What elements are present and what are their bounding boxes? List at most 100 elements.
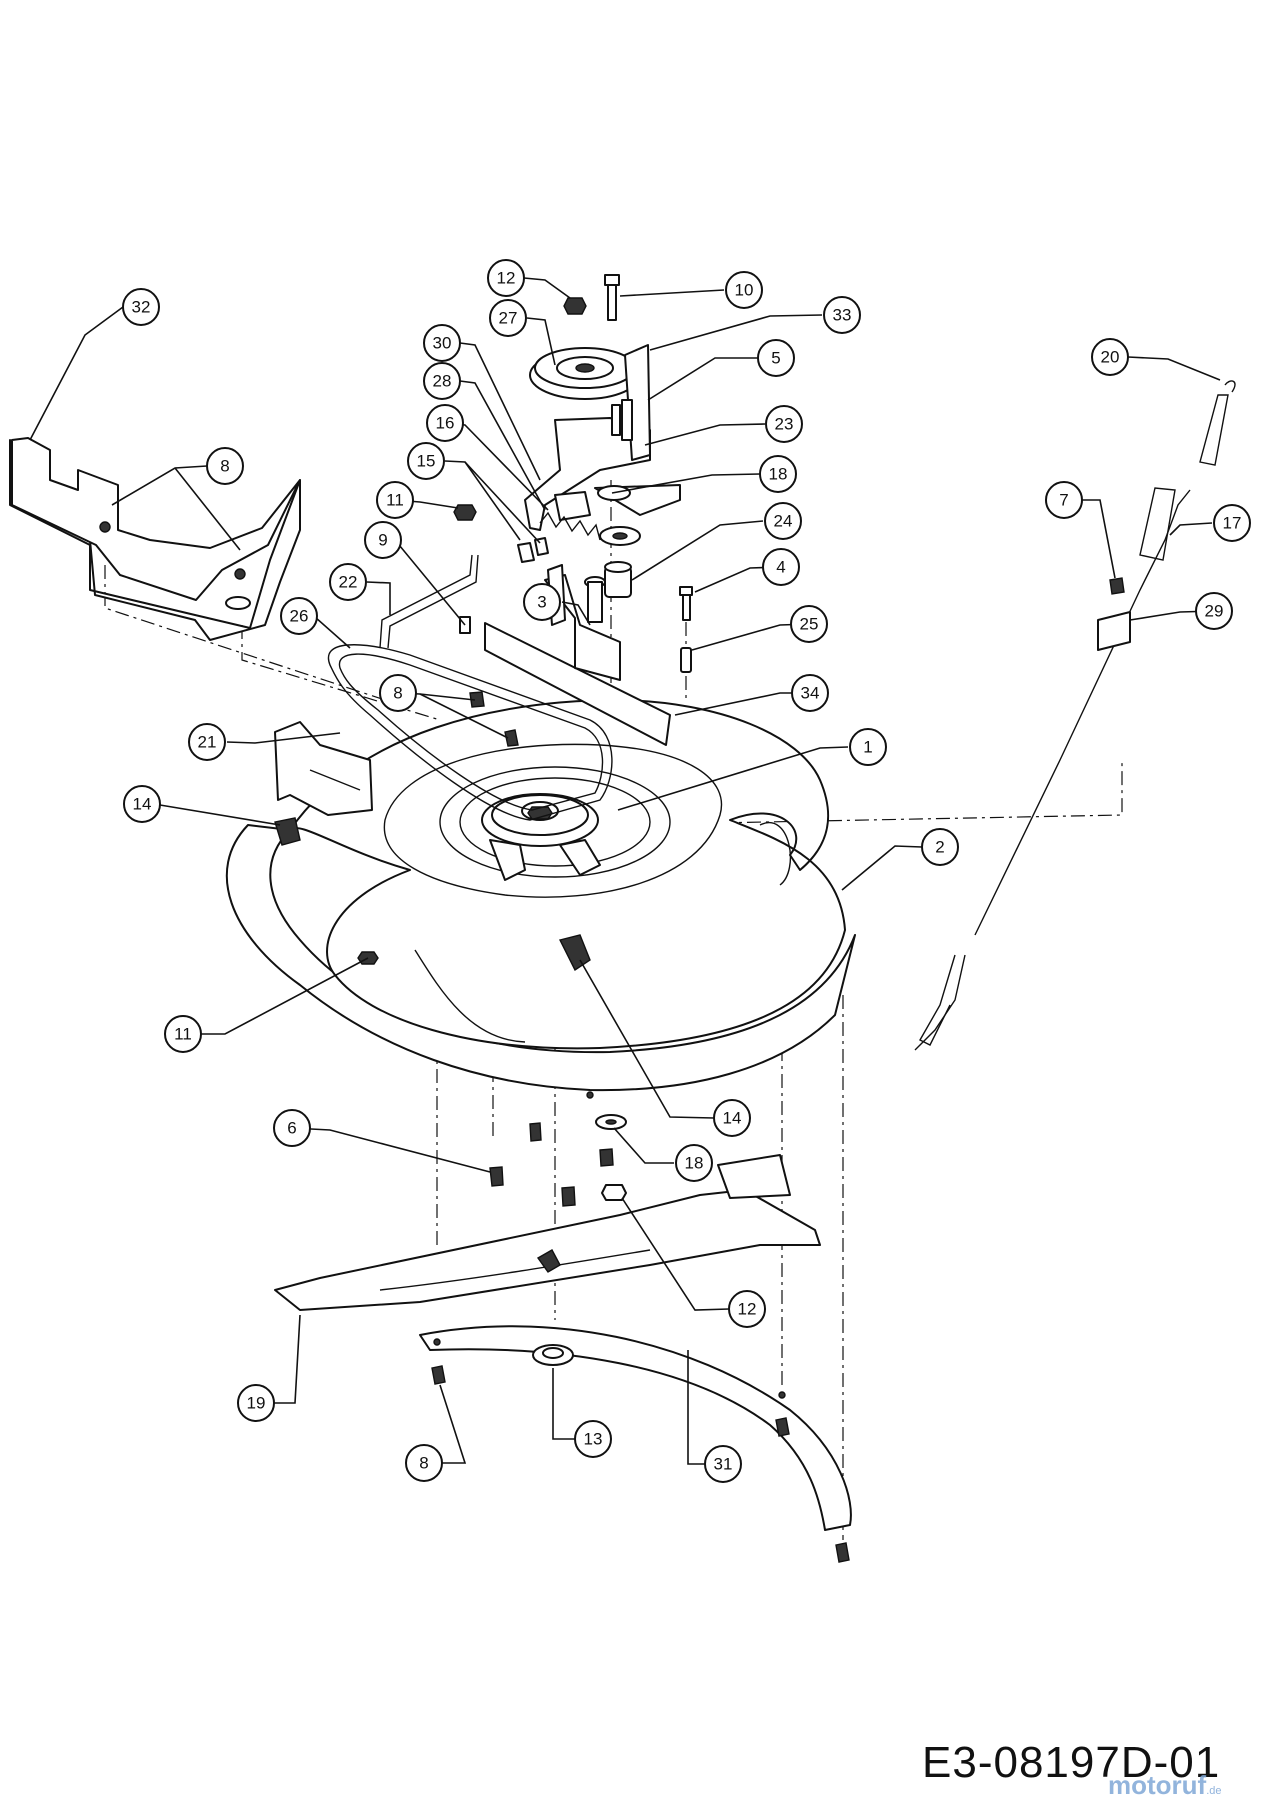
part-8-screws-lower	[431, 1365, 850, 1563]
svg-text:2: 2	[935, 838, 944, 857]
callouts: 32 8 12 10 27 33 30 5 28 23 16 18 15 11 …	[122, 259, 1251, 1483]
callout-8: 8	[405, 1444, 443, 1482]
callout-8: 8	[379, 674, 417, 712]
callout-18: 18	[759, 455, 797, 493]
callout-29: 29	[1195, 592, 1233, 630]
svg-text:15: 15	[417, 452, 436, 471]
callout-25: 25	[790, 605, 828, 643]
part-5-23-pins	[611, 399, 633, 441]
callout-13: 13	[574, 1420, 612, 1458]
part-12-nut-lower	[601, 1184, 627, 1201]
callout-22: 22	[329, 563, 367, 601]
part-34-guide-plate	[484, 622, 671, 746]
callout-21: 21	[188, 723, 226, 761]
part-22-belt-keeper	[379, 554, 479, 649]
callout-11: 11	[164, 1015, 202, 1053]
callout-6: 6	[273, 1109, 311, 1147]
watermark-logo: motoruf.de	[1108, 1770, 1222, 1801]
svg-text:23: 23	[775, 415, 794, 434]
part-18-washer-upper	[594, 484, 681, 546]
callout-1: 1	[849, 728, 887, 766]
svg-text:14: 14	[723, 1109, 742, 1128]
callout-7: 7	[1045, 481, 1083, 519]
part-13-blade-adapter	[532, 1344, 574, 1366]
part-8-screws-middle	[469, 691, 519, 747]
callout-24: 24	[764, 502, 802, 540]
svg-text:3: 3	[537, 593, 546, 612]
svg-text:26: 26	[290, 607, 309, 626]
part-10-bolt	[604, 274, 620, 321]
svg-text:22: 22	[339, 573, 358, 592]
callout-10: 10	[725, 271, 763, 309]
svg-text:16: 16	[436, 414, 455, 433]
callout-34: 34	[791, 674, 829, 712]
callout-19: 19	[237, 1384, 275, 1422]
svg-text:7: 7	[1059, 491, 1068, 510]
svg-text:30: 30	[433, 334, 452, 353]
drawing-number: E3-08197D-01	[922, 1738, 1221, 1787]
svg-text:27: 27	[499, 309, 518, 328]
callout-20: 20	[1091, 338, 1129, 376]
svg-text:18: 18	[685, 1154, 704, 1173]
callout-17: 17	[1213, 504, 1251, 542]
svg-text:31: 31	[714, 1455, 733, 1474]
callout-16: 16	[426, 404, 464, 442]
svg-text:13: 13	[584, 1430, 603, 1449]
svg-text:18: 18	[769, 465, 788, 484]
part-32-belt-cover	[9, 437, 301, 641]
svg-text:8: 8	[419, 1454, 428, 1473]
svg-text:11: 11	[174, 1025, 192, 1044]
svg-text:9: 9	[378, 531, 387, 550]
svg-text:34: 34	[801, 684, 820, 703]
callout-12: 12	[487, 259, 525, 297]
part-12-nut-upper	[563, 297, 587, 315]
part-2-mower-deck	[225, 699, 856, 1099]
svg-text:17: 17	[1223, 514, 1242, 533]
part-7-screw	[1109, 577, 1125, 595]
part-6-screws	[489, 1122, 614, 1207]
part-16-spring	[539, 511, 601, 541]
part-1-blade-pulley	[481, 793, 601, 881]
svg-text:8: 8	[220, 457, 229, 476]
watermark-suffix: .de	[1206, 1785, 1222, 1797]
svg-text:19: 19	[247, 1394, 266, 1413]
callout-28: 28	[423, 362, 461, 400]
svg-text:8: 8	[393, 684, 402, 703]
callout-5: 5	[757, 339, 795, 377]
callout-4: 4	[762, 548, 800, 586]
callout-33: 33	[823, 296, 861, 334]
callout-3: 3	[523, 583, 561, 621]
callout-26: 26	[280, 597, 318, 635]
svg-text:21: 21	[198, 733, 217, 752]
callout-27: 27	[489, 299, 527, 337]
part-20-spring	[1199, 380, 1236, 466]
part-27-idler-pulley	[529, 347, 641, 400]
callout-14: 14	[713, 1099, 751, 1137]
callout-32: 32	[122, 288, 160, 326]
svg-text:33: 33	[833, 306, 852, 325]
callout-9: 9	[364, 521, 402, 559]
part-26-v-belt	[327, 644, 613, 821]
part-25-pin	[680, 647, 692, 673]
part-31-stiffener	[419, 1325, 852, 1531]
part-4-bolt	[679, 586, 693, 621]
svg-text:6: 6	[287, 1119, 296, 1138]
part-18-washer-lower	[595, 1114, 627, 1130]
callout-18: 18	[675, 1144, 713, 1182]
svg-text:12: 12	[497, 269, 516, 288]
callout-30: 30	[423, 324, 461, 362]
callout-15: 15	[407, 442, 445, 480]
callout-2: 2	[921, 828, 959, 866]
callout-14: 14	[123, 785, 161, 823]
callout-23: 23	[765, 405, 803, 443]
svg-text:12: 12	[738, 1300, 757, 1319]
callout-8: 8	[206, 447, 244, 485]
watermark-brand: motoruf	[1108, 1770, 1207, 1800]
svg-text:10: 10	[735, 281, 754, 300]
svg-text:28: 28	[433, 372, 452, 391]
callout-12: 12	[728, 1290, 766, 1328]
svg-text:14: 14	[133, 795, 152, 814]
part-29-bracket	[1097, 611, 1131, 651]
part-11-nut-upper	[453, 504, 477, 521]
